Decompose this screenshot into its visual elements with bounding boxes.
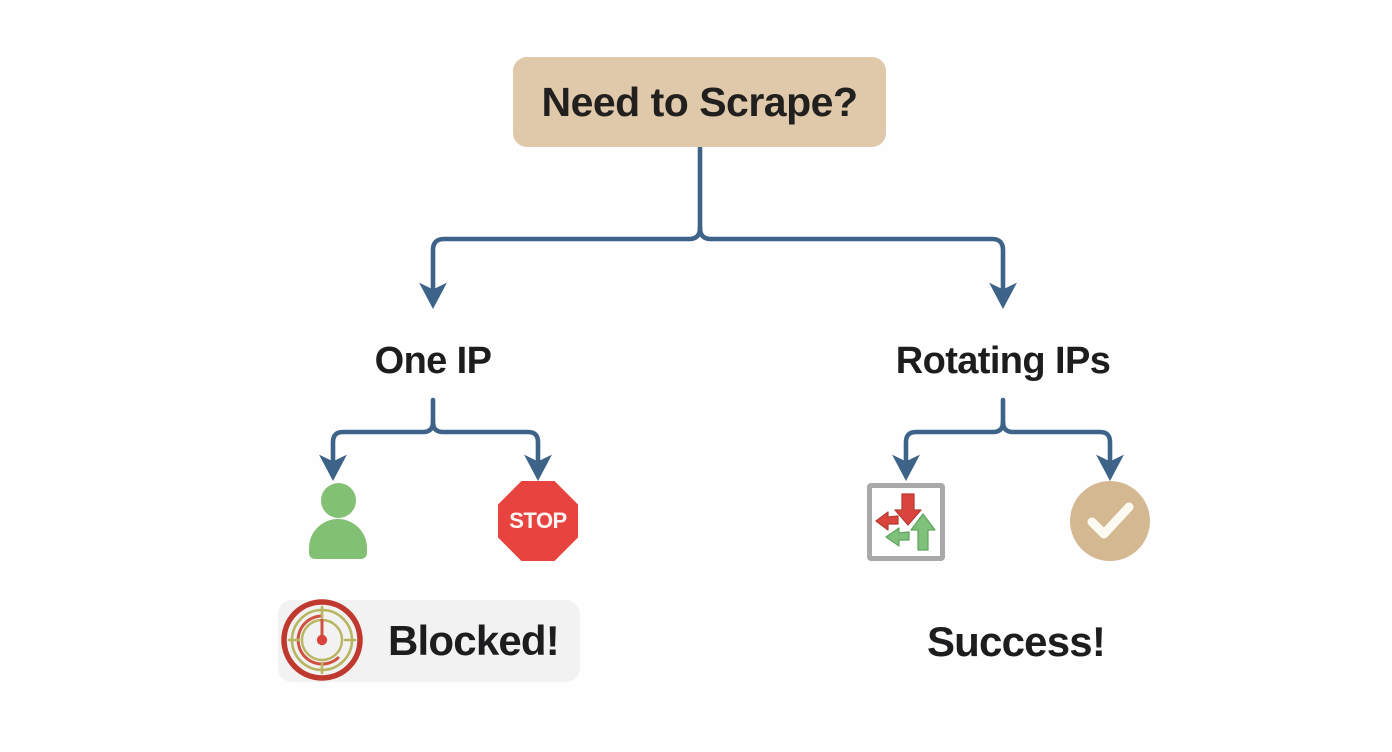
check-circle-icon	[1070, 481, 1150, 561]
radar-target-icon	[278, 596, 366, 684]
root-decision-box[interactable]: Need to Scrape?	[513, 57, 886, 147]
rotating-arrows-icon	[867, 483, 945, 561]
branch-label-one-ip: One IP	[374, 340, 492, 382]
person-body-shape	[309, 519, 367, 559]
checkmark-glyph	[1087, 502, 1134, 539]
stop-octagon-shape: STOP	[498, 481, 578, 561]
outcome-success-label: Success!	[926, 618, 1106, 665]
branch-label-rotating-ips: Rotating IPs	[895, 340, 1111, 382]
stop-sign-icon: STOP	[498, 481, 578, 561]
root-decision-label: Need to Scrape?	[541, 78, 858, 125]
check-circle-shape	[1070, 481, 1150, 561]
radar-target-glyph	[281, 599, 363, 681]
rotating-arrows-frame	[867, 483, 945, 561]
rotating-arrows-glyphs	[875, 493, 936, 551]
stop-sign-label: STOP	[509, 508, 567, 533]
person-head-shape	[321, 483, 356, 518]
outcome-blocked-badge[interactable]: Blocked!	[278, 599, 580, 682]
outcome-blocked-label: Blocked!	[388, 617, 560, 664]
person-icon	[307, 483, 369, 559]
